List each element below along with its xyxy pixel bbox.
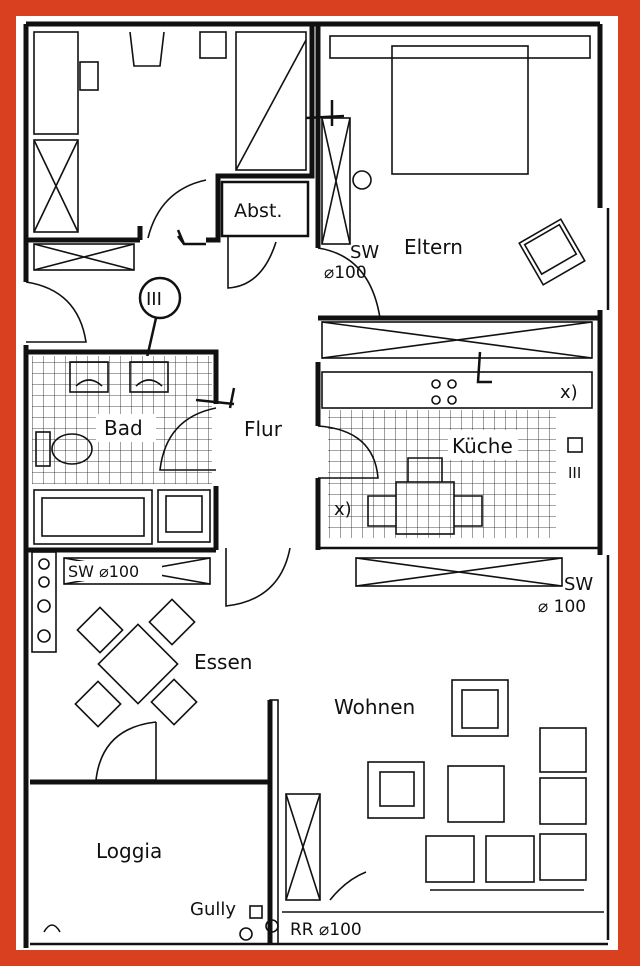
- room-wohnen: Wohnen RR ⌀100: [282, 679, 604, 940]
- sw-strips: SW ⌀100 SW ⌀ 100: [63, 557, 593, 617]
- label-gully: Gully: [190, 899, 236, 920]
- room-kueche: III Küche x) x): [315, 362, 600, 550]
- label-sw-right: SW: [564, 574, 593, 595]
- room-flur: Flur: [225, 417, 291, 607]
- label-kueche: Küche: [452, 434, 513, 458]
- label-stove-ticks: III: [568, 464, 581, 482]
- room-top-left: [26, 24, 315, 271]
- label-abst: Abst.: [234, 200, 282, 222]
- room-eltern: Eltern SW ⌀100: [305, 24, 600, 384]
- label-stair-mark: III: [146, 289, 162, 310]
- label-loggia: Loggia: [96, 839, 162, 863]
- entry-door: [25, 281, 87, 343]
- label-eltern: Eltern: [404, 235, 463, 259]
- label-sw-top: SW: [350, 242, 379, 263]
- label-bad: Bad: [104, 416, 143, 440]
- label-x-mark-kitchen: x): [334, 499, 352, 520]
- room-loggia: Loggia Gully: [30, 699, 279, 945]
- stair-marker: III: [138, 276, 182, 363]
- label-rr: RR ⌀100: [290, 920, 362, 940]
- label-sw-top-value: ⌀100: [324, 263, 367, 283]
- label-wohnen: Wohnen: [334, 695, 415, 719]
- label-sw-bath: SW ⌀100: [68, 562, 139, 581]
- label-x-mark-top: x): [560, 382, 578, 403]
- room-essen: Essen: [31, 551, 252, 781]
- label-sw-right-value: ⌀ 100: [538, 597, 586, 617]
- label-flur: Flur: [244, 417, 283, 441]
- outer-walls: [23, 21, 610, 948]
- label-essen: Essen: [194, 650, 252, 674]
- room-bad: Bad: [26, 349, 236, 553]
- room-abst: Abst.: [220, 180, 310, 289]
